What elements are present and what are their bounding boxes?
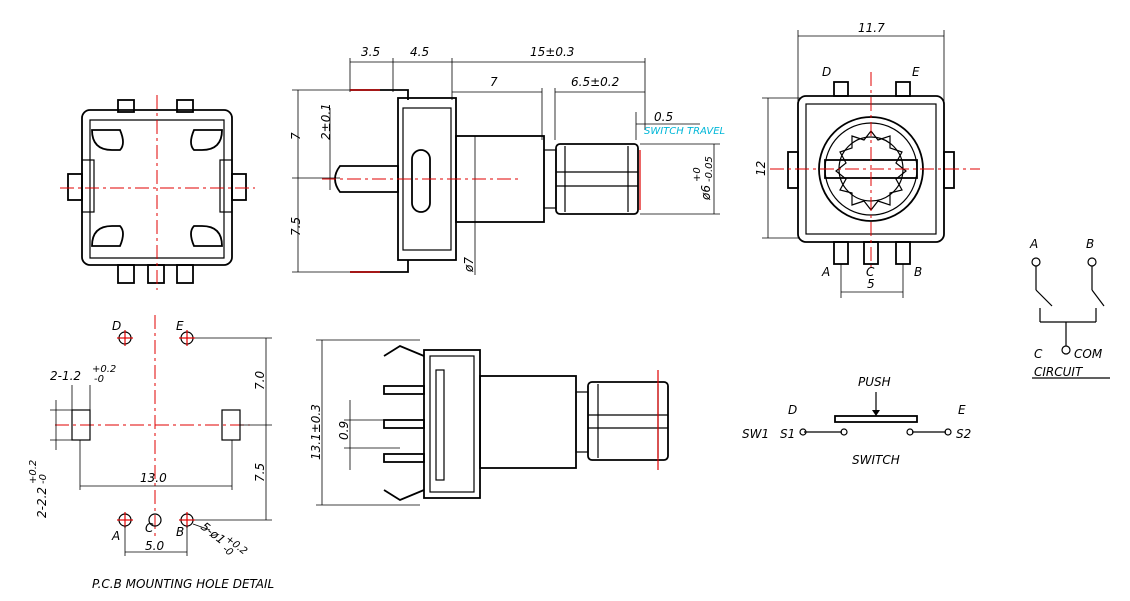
front-view bbox=[60, 95, 255, 290]
dim-2-1-2-tol-bot: -0 bbox=[94, 374, 104, 385]
dim-7-5-left: 7.5 bbox=[289, 217, 303, 236]
dim-7-5-pcb: 7.5 bbox=[253, 463, 267, 482]
dim-7-left: 7 bbox=[289, 132, 303, 140]
pcb-detail bbox=[50, 315, 272, 556]
circuit-a: A bbox=[1029, 237, 1038, 251]
circuit-caption: CIRCUIT bbox=[1034, 365, 1084, 379]
switch-d: D bbox=[788, 403, 797, 417]
dim-phi6-tol-bot: -0.05 bbox=[704, 156, 715, 182]
dim-12: 12 bbox=[754, 161, 768, 176]
dim-phi7: ø7 bbox=[462, 257, 476, 273]
pcb-caption: P.C.B MOUNTING HOLE DETAIL bbox=[92, 577, 274, 591]
switch-push: PUSH bbox=[858, 375, 891, 389]
switch-travel-label: SWITCH TRAVEL bbox=[644, 126, 725, 137]
dim-13-0: 13.0 bbox=[140, 471, 167, 485]
top-pin-e: E bbox=[912, 65, 920, 79]
dim-phi6: ø6 bbox=[699, 185, 713, 201]
circuit-c: C bbox=[1034, 347, 1043, 361]
dim-15: 15±0.3 bbox=[530, 45, 574, 59]
switch-schematic bbox=[799, 392, 952, 436]
circuit-diagram bbox=[1031, 257, 1110, 379]
dim-7-0: 7.0 bbox=[253, 371, 267, 390]
lower-side-view bbox=[316, 339, 669, 506]
dim-6-5: 6.5±0.2 bbox=[571, 75, 619, 89]
switch-e: E bbox=[958, 403, 966, 417]
dim-11-7: 11.7 bbox=[858, 21, 885, 35]
switch-sw1: SW1 bbox=[742, 427, 769, 441]
dim-13-1: 13.1±0.3 bbox=[309, 404, 323, 460]
dim-phi6-tol-top: +0 bbox=[692, 167, 703, 182]
pcb-pin-c: C bbox=[145, 521, 154, 535]
top-pin-d: D bbox=[822, 65, 831, 79]
dim-7-top: 7 bbox=[490, 75, 498, 89]
dim-2-2-2-tol-bot: -0 bbox=[38, 474, 49, 484]
pcb-pin-d: D bbox=[112, 319, 121, 333]
circuit-b: B bbox=[1086, 237, 1094, 251]
dim-2-1-2-tol-top: +0.2 bbox=[92, 364, 116, 375]
top-pin-b: B bbox=[914, 265, 922, 279]
dim-0-9: 0.9 bbox=[337, 421, 351, 440]
top-view bbox=[762, 30, 980, 298]
dim-5-0: 5.0 bbox=[145, 539, 164, 553]
dim-5-phi1: 5-ø1 bbox=[198, 519, 228, 547]
switch-s1: S1 bbox=[780, 427, 795, 441]
dim-5-top: 5 bbox=[867, 277, 875, 291]
switch-s2: S2 bbox=[956, 427, 971, 441]
dim-2-0-1: 2±0.1 bbox=[319, 103, 333, 140]
switch-caption: SWITCH bbox=[852, 453, 900, 467]
dim-2-2-2-tol-top: +0.2 bbox=[28, 460, 39, 484]
pcb-pin-e: E bbox=[176, 319, 184, 333]
circuit-com: COM bbox=[1074, 347, 1103, 361]
dim-0-5: 0.5 bbox=[654, 110, 673, 124]
dim-3-5: 3.5 bbox=[361, 45, 380, 59]
top-pin-a: A bbox=[821, 265, 830, 279]
pcb-pin-b: B bbox=[176, 525, 184, 539]
dim-4-5: 4.5 bbox=[410, 45, 429, 59]
dim-2-2-2: 2-2.2 bbox=[35, 487, 49, 518]
dim-2-1-2: 2-1.2 bbox=[50, 369, 81, 383]
top-pin-c: C bbox=[866, 265, 875, 279]
side-view bbox=[292, 58, 720, 275]
pcb-pin-a: A bbox=[111, 529, 120, 543]
